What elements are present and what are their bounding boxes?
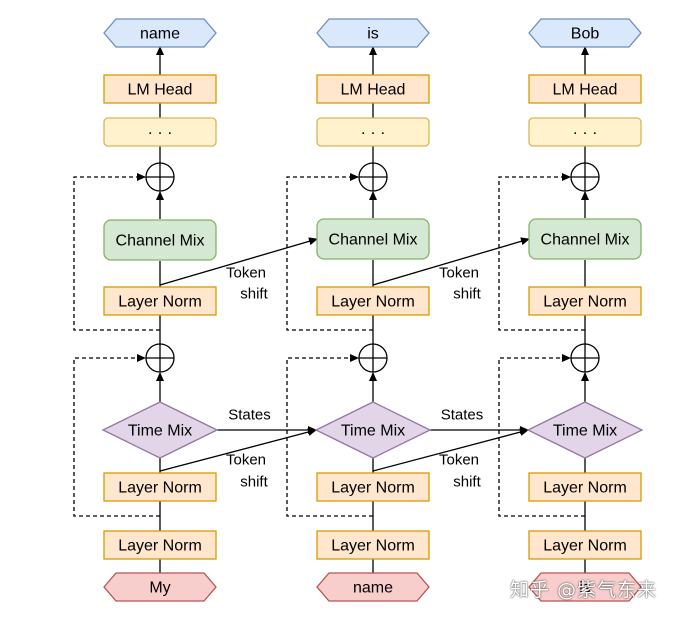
- col-1-residual-lower: [73, 354, 160, 517]
- col-3-add-lower: [570, 343, 600, 373]
- edges-layer: [73, 46, 589, 574]
- col-3-time-mix-label: Time Mix: [553, 423, 617, 440]
- col-1-layer-norm-low: Layer Norm: [103, 472, 217, 502]
- col-2-time-mix: Time Mix: [314, 401, 432, 459]
- token-shift-lower-label-line1-2: Token: [439, 452, 479, 469]
- col-3-residual-upper: [498, 173, 585, 331]
- col-1-ellipsis-block: · · ·: [103, 117, 217, 147]
- col-3-channel-mix: Channel Mix: [528, 218, 642, 260]
- token-shift-upper-label-line2-2: shift: [453, 286, 481, 303]
- col-3-channel-mix-label: Channel Mix: [541, 232, 630, 249]
- col-2-ellipsis-block-label: · · ·: [361, 125, 386, 142]
- col-2-lm-head: LM Head: [316, 74, 430, 104]
- col-1-channel-mix: Channel Mix: [103, 219, 217, 261]
- col-1-add-upper: [145, 162, 175, 192]
- col-3-output-token-label: Bob: [571, 26, 600, 43]
- col-2-channel-mix: Channel Mix: [316, 218, 430, 260]
- col-2-input-token-label: name: [353, 580, 393, 597]
- col-1-layer-norm-input-label: Layer Norm: [118, 538, 202, 555]
- col-3-input-token: is: [528, 572, 642, 602]
- col-1-output-token: name: [103, 18, 217, 48]
- col-1-input-token: My: [103, 572, 217, 602]
- col-3-layer-norm-mid-label: Layer Norm: [543, 294, 627, 311]
- col-1-output-token-label: name: [140, 26, 180, 43]
- col-3-lm-head: LM Head: [528, 74, 642, 104]
- col-3-layer-norm-input: Layer Norm: [528, 530, 642, 560]
- col-3-input-token-label: is: [579, 580, 591, 597]
- col-1-residual-upper: [73, 173, 160, 331]
- col-3-ellipsis-block: · · ·: [528, 117, 642, 147]
- col-2-time-mix-label: Time Mix: [341, 423, 405, 440]
- col-2-residual-upper: [286, 173, 373, 331]
- col-2-input-token: name: [316, 572, 430, 602]
- col-3-lm-head-label: LM Head: [553, 82, 618, 99]
- col-3-layer-norm-input-label: Layer Norm: [543, 538, 627, 555]
- col-2-add-upper: [358, 162, 388, 192]
- col-3-time-mix: Time Mix: [526, 401, 644, 459]
- col-1-input-token-label: My: [149, 580, 170, 597]
- token-shift-upper-arrow-2: [372, 237, 530, 286]
- col-1-time-mix: Time Mix: [101, 401, 219, 459]
- col-1-layer-norm-mid-label: Layer Norm: [118, 294, 202, 311]
- col-1-lm-head-label: LM Head: [128, 82, 193, 99]
- col-2-ellipsis-block: · · ·: [316, 117, 430, 147]
- col-1-layer-norm-input: Layer Norm: [103, 530, 217, 560]
- col-2-layer-norm-input: Layer Norm: [316, 530, 430, 560]
- col-2-lm-head-label: LM Head: [341, 82, 406, 99]
- col-2-layer-norm-mid: Layer Norm: [316, 286, 430, 316]
- col-2-layer-norm-low-label: Layer Norm: [331, 480, 415, 497]
- col-3-output-token: Bob: [528, 18, 642, 48]
- col-1-time-mix-label: Time Mix: [128, 423, 192, 440]
- col-1-layer-norm-low-label: Layer Norm: [118, 480, 202, 497]
- states-label-2: States: [441, 407, 484, 424]
- col-1-layer-norm-mid: Layer Norm: [103, 286, 217, 316]
- col-3-ellipsis-block-label: · · ·: [573, 125, 598, 142]
- col-2-layer-norm-mid-label: Layer Norm: [331, 294, 415, 311]
- token-shift-lower-arrow-2: [372, 428, 529, 472]
- col-3-layer-norm-low: Layer Norm: [528, 472, 642, 502]
- states-label-1: States: [228, 407, 271, 424]
- token-shift-upper-label-line1-1: Token: [226, 265, 266, 282]
- col-1-lm-head: LM Head: [103, 74, 217, 104]
- col-1-channel-mix-label: Channel Mix: [116, 233, 205, 250]
- col-2-add-lower: [358, 343, 388, 373]
- col-2-layer-norm-low: Layer Norm: [316, 472, 430, 502]
- col-2-output-token: is: [316, 18, 430, 48]
- token-shift-lower-label-line2-2: shift: [453, 474, 481, 491]
- col-1-add-lower: [145, 343, 175, 373]
- token-shift-upper-label-line1-2: Token: [439, 265, 479, 282]
- col-3-layer-norm-low-label: Layer Norm: [543, 480, 627, 497]
- col-2-output-token-label: is: [367, 26, 379, 43]
- col-1-ellipsis-block-label: · · ·: [148, 125, 173, 142]
- col-2-channel-mix-label: Channel Mix: [329, 232, 418, 249]
- token-shift-lower-label-line2-1: shift: [240, 474, 268, 491]
- watermark-text: 知乎 @紫气东来: [510, 579, 658, 601]
- token-shift-lower-label-line1-1: Token: [226, 452, 266, 469]
- col-2-layer-norm-input-label: Layer Norm: [331, 538, 415, 555]
- token-shift-upper-label-line2-1: shift: [240, 286, 268, 303]
- token-shift-lower-arrow-1: [159, 428, 317, 472]
- col-3-layer-norm-mid: Layer Norm: [528, 286, 642, 316]
- col-3-add-upper: [570, 162, 600, 192]
- token-shift-upper-arrow-1: [159, 237, 318, 286]
